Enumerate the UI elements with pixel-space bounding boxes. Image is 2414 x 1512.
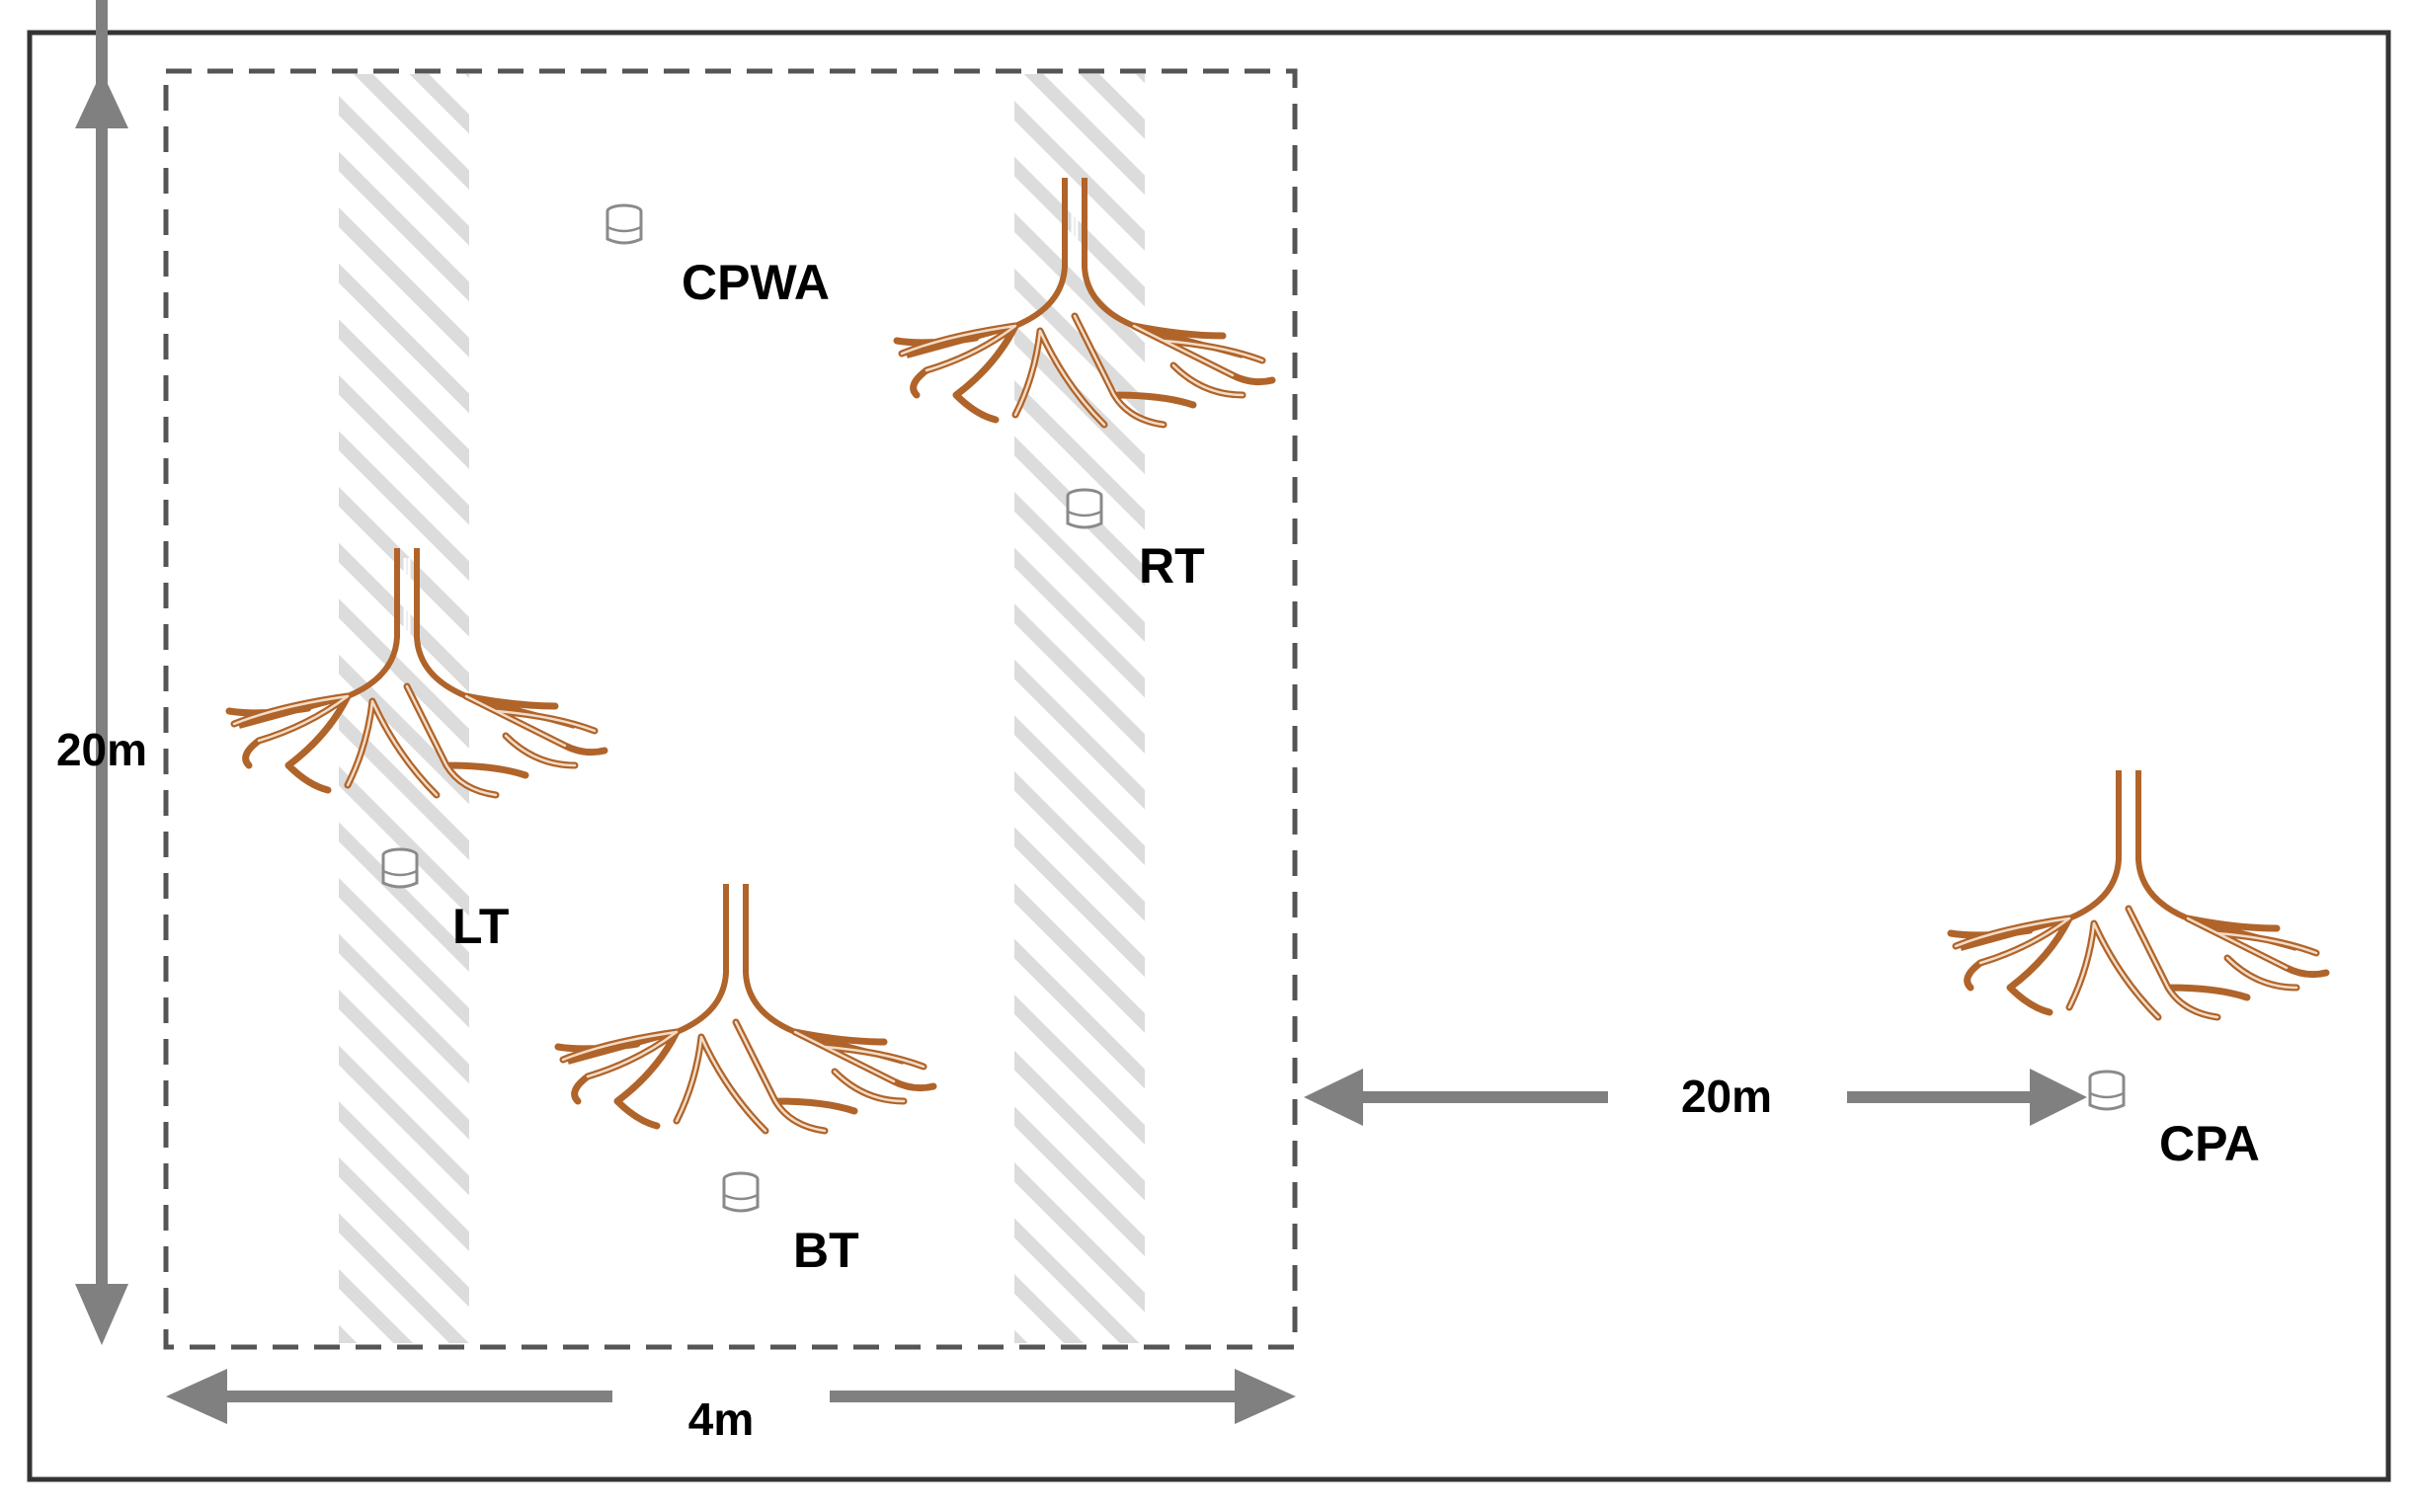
label-cpwa: CPWA bbox=[682, 255, 830, 310]
plot-height-label: 20m bbox=[56, 724, 147, 775]
plot-width-label: 4m bbox=[688, 1393, 754, 1445]
tree-roots-icon bbox=[1951, 770, 2326, 1017]
hatched-strip-right bbox=[1014, 74, 1145, 1343]
hatched-strip-left bbox=[339, 74, 469, 1343]
label-lt: LT bbox=[452, 899, 509, 954]
control-distance-label: 20m bbox=[1681, 1071, 1772, 1122]
sample-collector-icon bbox=[2088, 1070, 2126, 1111]
sample-collector-icon bbox=[722, 1171, 760, 1213]
control-distance-dimension: 20m bbox=[1304, 1069, 2087, 1126]
label-bt: BT bbox=[793, 1223, 859, 1278]
figure-frame bbox=[27, 30, 2391, 1482]
plot-boundary bbox=[163, 68, 1298, 1350]
sample-collector-icon bbox=[1066, 488, 1103, 529]
sample-collector-icon bbox=[605, 203, 643, 245]
sample-collector-icon bbox=[381, 847, 419, 889]
label-cpa: CPA bbox=[2159, 1116, 2260, 1171]
plot-width-dimension: 4m bbox=[166, 1369, 1296, 1445]
plot-height-dimension: 20m bbox=[56, 0, 147, 1345]
tree-roots-icon bbox=[558, 884, 933, 1131]
label-rt: RT bbox=[1139, 538, 1205, 594]
